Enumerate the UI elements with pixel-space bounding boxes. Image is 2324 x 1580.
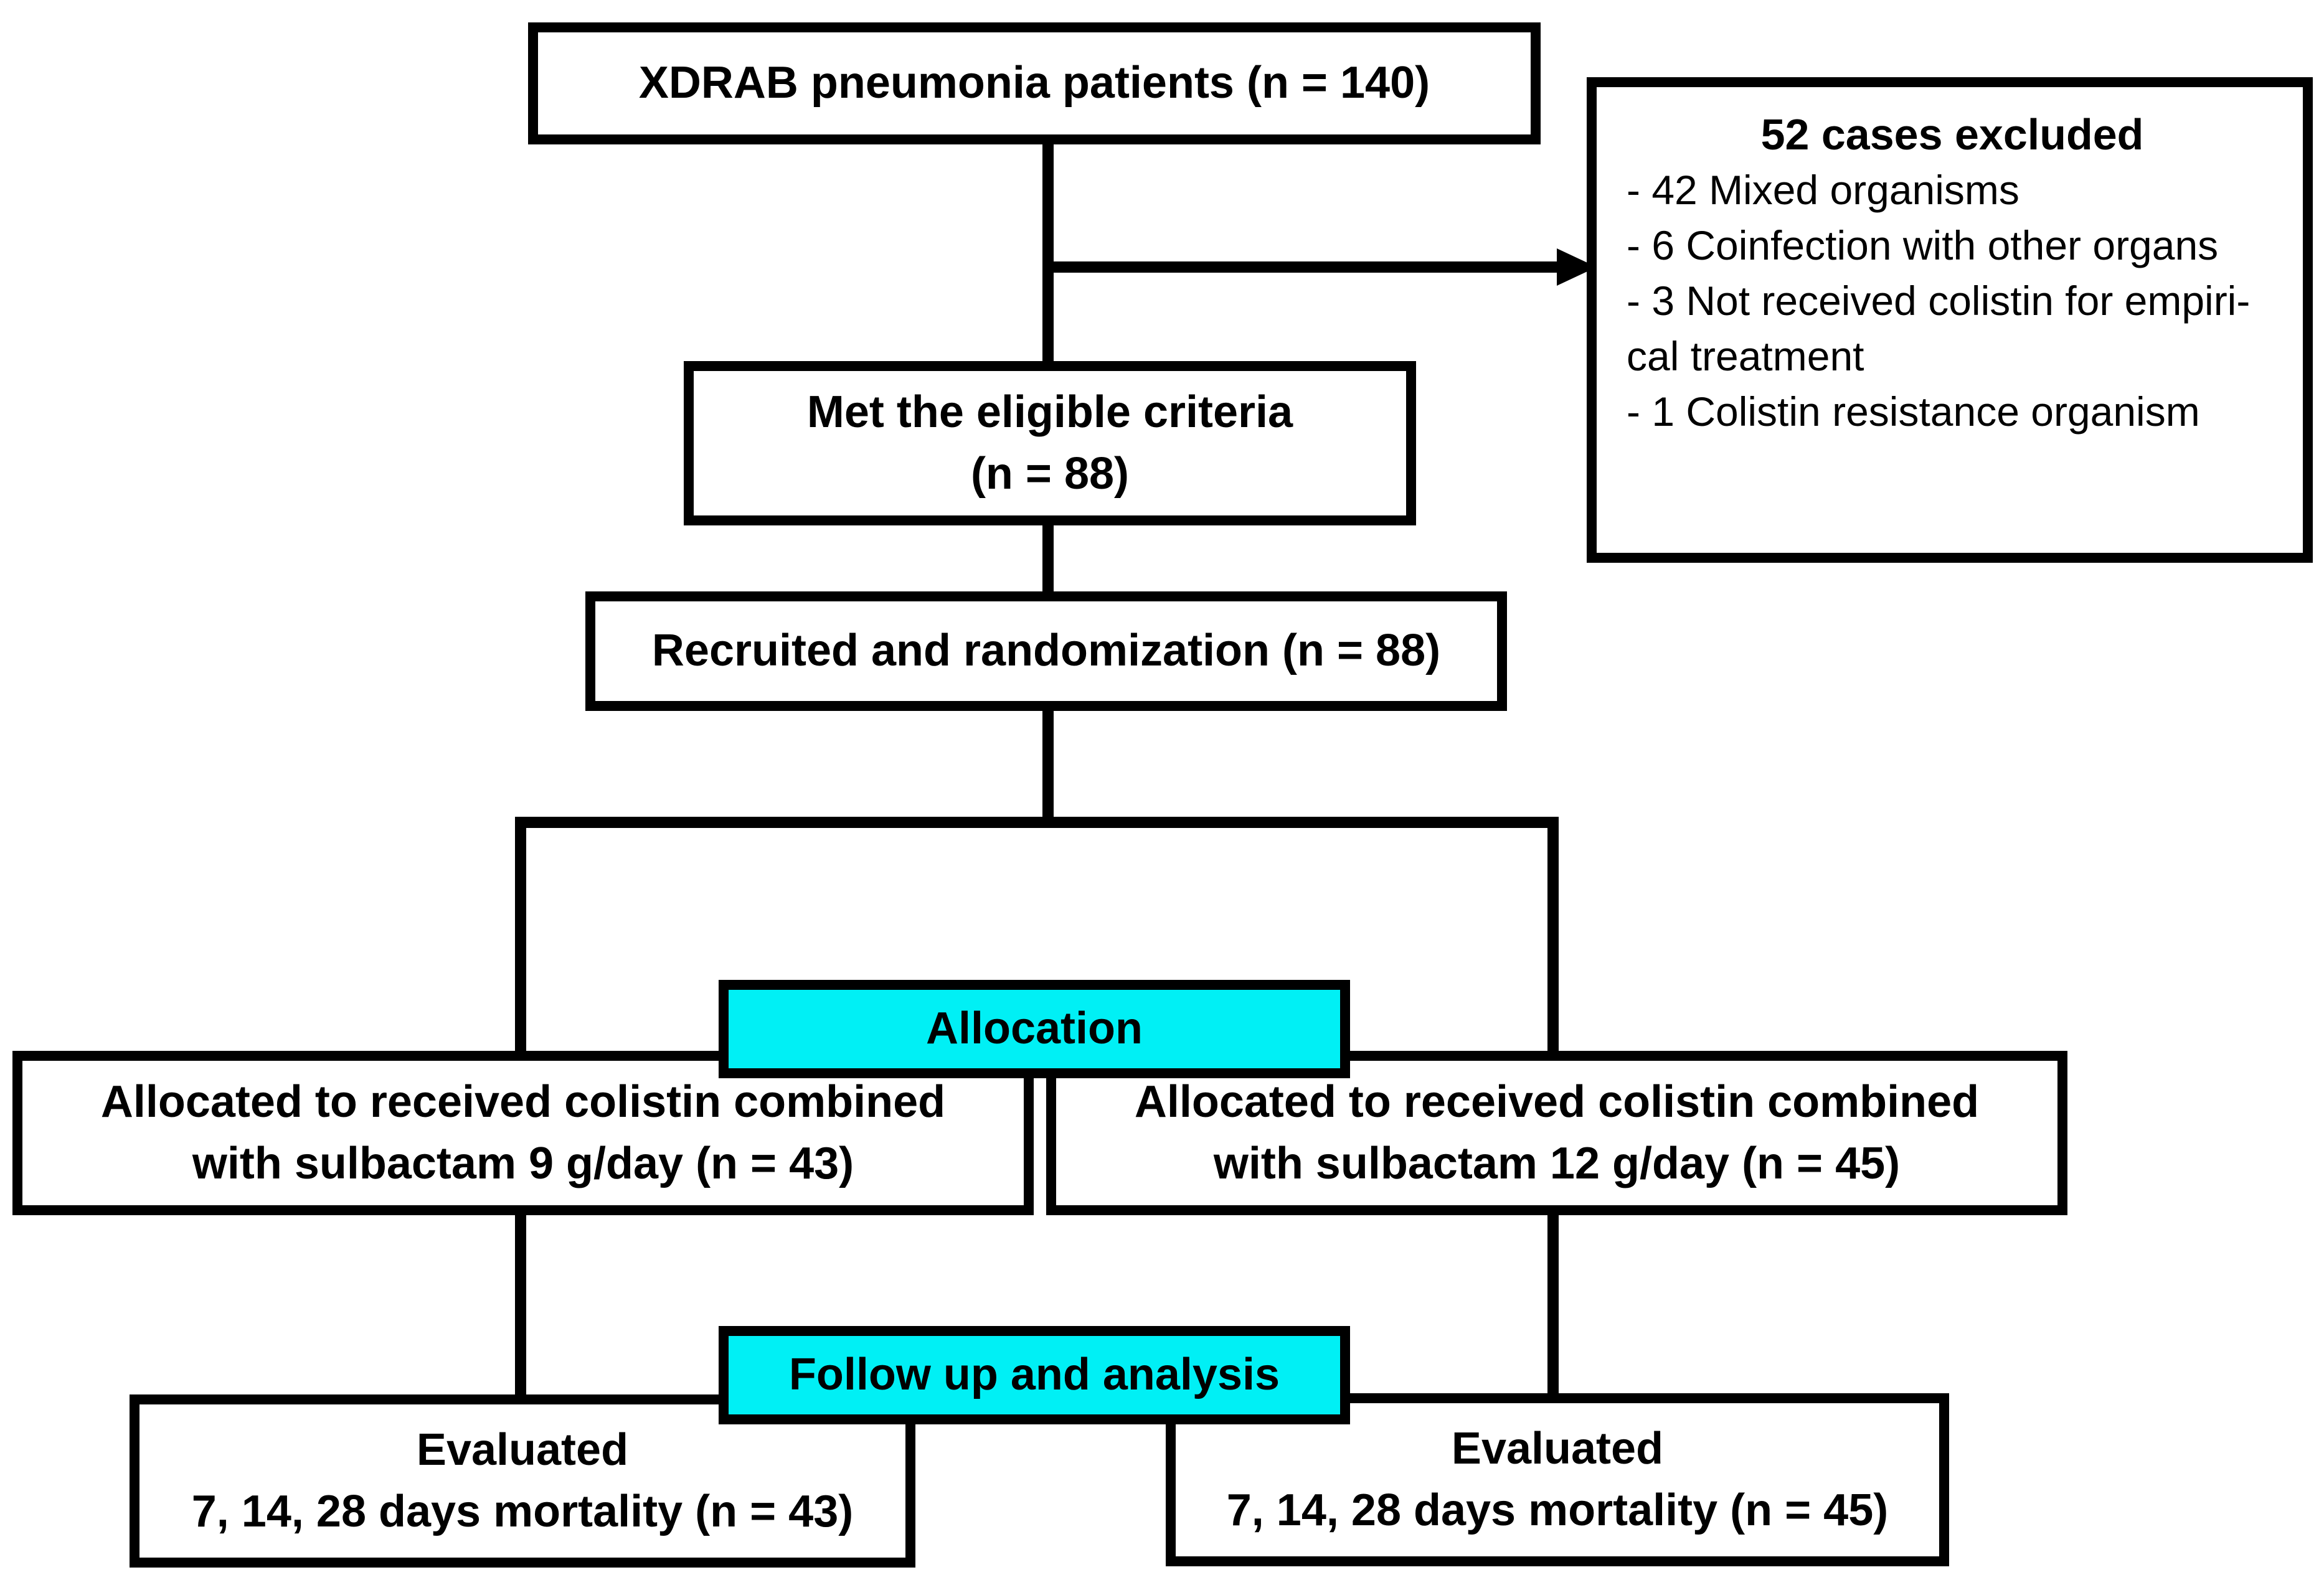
exclusion-box: 52 cases excluded - 42 Mixed organisms -… [1587, 77, 2313, 563]
exclusion-item: - 3 Not received colistin for empiri- [1627, 278, 2251, 324]
eval-12g-label-line1: Evaluated [1451, 1423, 1664, 1474]
connector-split-left-down [515, 817, 526, 1057]
followup-label: Follow up and analysis [788, 1350, 1280, 1400]
eval-9g-label-line1: Evaluated [416, 1424, 629, 1475]
randomized-box: Recruited and randomization (n = 88) [585, 591, 1507, 711]
connector-patients-to-eligible [1042, 137, 1054, 367]
connector-left-to-eval [515, 1211, 526, 1404]
allocation-label-box: Allocation [719, 980, 1350, 1078]
group-9g-label-line2: with sulbactam 9 g/day (n = 43) [192, 1139, 854, 1188]
eligible-box: Met the eligible criteria (n = 88) [684, 361, 1416, 525]
eval-12g-box: Evaluated 7, 14, 28 days mortality (n = … [1166, 1393, 1949, 1566]
eligible-label-line2: (n = 88) [970, 449, 1130, 499]
exclusion-item: - 42 Mixed organisms [1627, 167, 2019, 213]
exclusion-item: cal treatment [1627, 333, 1864, 379]
patients-label: XDRAB pneumonia patients (n = 140) [638, 58, 1430, 108]
group-12g-label-line2: with sulbactam 12 g/day (n = 45) [1213, 1139, 1901, 1188]
exclusion-title: 52 cases excluded [1760, 110, 2144, 159]
group-12g-label-line1: Allocated to received colistin combined [1134, 1076, 1980, 1127]
patients-box: XDRAB pneumonia patients (n = 140) [528, 22, 1541, 144]
followup-label-box: Follow up and analysis [719, 1326, 1350, 1424]
randomized-label: Recruited and randomization (n = 88) [651, 626, 1441, 676]
connector-exclusion-branch [1042, 261, 1572, 273]
connector-split-right-down [1547, 817, 1559, 1057]
eval-9g-label-line2: 7, 14, 28 days mortality (n = 43) [191, 1487, 854, 1536]
group-9g-label-line1: Allocated to received colistin combined [100, 1076, 946, 1127]
connector-split-horizontal [515, 817, 1559, 828]
exclusion-item: - 1 Colistin resistance organism [1627, 388, 2200, 435]
eval-12g-label-line2: 7, 14, 28 days mortality (n = 45) [1226, 1485, 1889, 1535]
eligible-label-line1: Met the eligible criteria [806, 387, 1293, 437]
exclusion-item: - 6 Coinfection with other organs [1627, 222, 2219, 268]
connector-randomized-to-split [1042, 703, 1054, 828]
connector-right-to-eval [1547, 1211, 1559, 1404]
group-9g-box: Allocated to received colistin combined … [12, 1051, 1034, 1215]
connector-eligible-to-randomized [1042, 522, 1054, 603]
allocation-label: Allocation [925, 1004, 1143, 1054]
